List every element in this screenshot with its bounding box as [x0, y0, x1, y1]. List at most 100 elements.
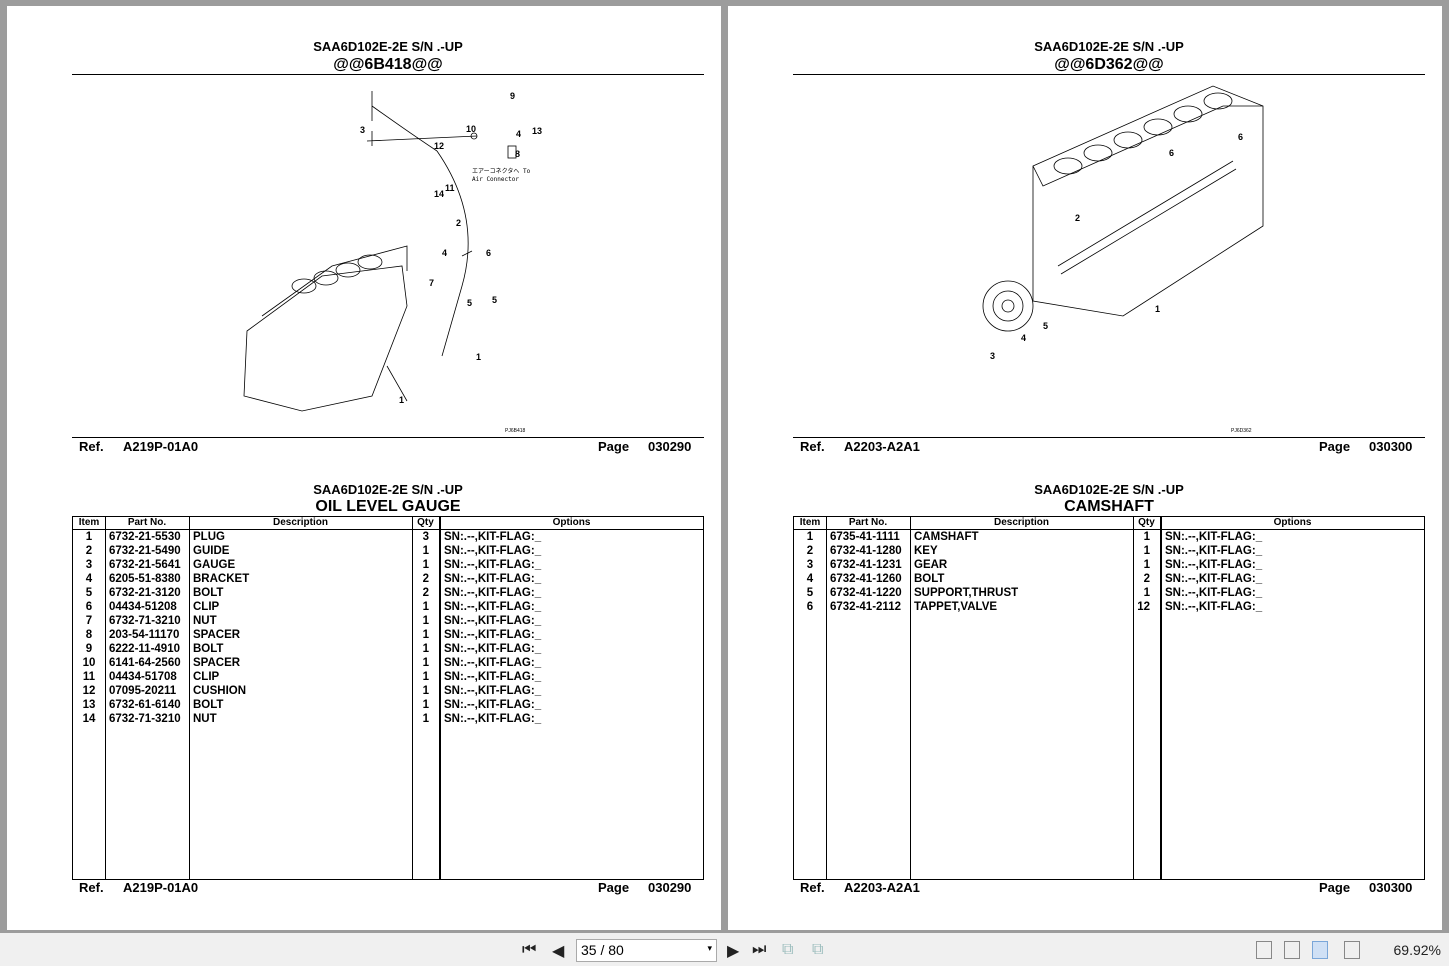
options: SN:.--,KIT-FLAG:_ — [1165, 531, 1263, 543]
diagram-code: @@6D362@@ — [1054, 56, 1164, 73]
chevron-down-icon[interactable]: ▾ — [707, 943, 712, 953]
header-rule — [72, 74, 704, 75]
facing-pages-view-icon[interactable] — [1312, 941, 1328, 959]
description: GUIDE — [193, 545, 230, 557]
exploded-view-drawing — [243, 91, 517, 412]
part-number: 04434-51708 — [109, 671, 177, 683]
options: SN:.--,KIT-FLAG:_ — [1165, 587, 1263, 599]
description: BOLT — [193, 643, 224, 655]
diagram-code: @@6B418@@ — [333, 56, 443, 73]
part-number: 6141-64-2560 — [109, 657, 181, 669]
item-number: 2 — [85, 545, 93, 557]
single-page-view-icon[interactable] — [1256, 941, 1272, 959]
callout-number: 6 — [486, 248, 492, 258]
callout-number: 14 — [434, 189, 445, 199]
callout-number: 5 — [492, 295, 498, 305]
item-number: 11 — [82, 671, 96, 683]
item-number: 1 — [806, 531, 814, 543]
part-number: 6732-71-3210 — [109, 713, 181, 725]
callout-number: 5 — [467, 298, 473, 308]
part-number: 6732-71-3210 — [109, 615, 181, 627]
item-number: 5 — [806, 587, 814, 599]
callout-number: 3 — [990, 351, 996, 361]
quantity: 3 — [422, 531, 429, 543]
last-page-button[interactable]: ⏭ — [752, 941, 767, 958]
description: KEY — [914, 545, 938, 557]
description: GEAR — [914, 559, 948, 571]
quantity: 1 — [422, 699, 429, 711]
page-model-title: SAA6D102E-2E S/N .-UP — [1034, 39, 1184, 54]
part-number: 04434-51208 — [109, 601, 177, 613]
page-code: 030290 — [648, 880, 692, 895]
next-page-button[interactable]: ▶ — [727, 943, 740, 960]
options: SN:.--,KIT-FLAG:_ — [444, 545, 542, 557]
callout-number: 4 — [516, 129, 522, 139]
callout-number: 7 — [429, 278, 435, 288]
page-number-value: 35 / 80 — [581, 942, 624, 958]
part-number: 6735-41-1111 — [830, 531, 900, 543]
options: SN:.--,KIT-FLAG:_ — [1165, 601, 1263, 613]
quantity: 1 — [422, 559, 429, 571]
continuous-view-icon[interactable] — [1284, 941, 1300, 959]
table-column-divider — [189, 517, 190, 879]
table-column-divider — [1160, 517, 1162, 879]
diagram-id: PJ6B418 — [505, 428, 526, 434]
header-part: Part No. — [127, 517, 167, 528]
first-page-button[interactable]: ⏮ — [522, 941, 537, 958]
callout-number: 1 — [399, 395, 405, 405]
item-number: 12 — [82, 685, 96, 697]
callout-number: 5 — [1043, 321, 1049, 331]
part-number: 6732-41-1220 — [830, 587, 902, 599]
diagram-note: エアーコネクタへ To Air Connector — [472, 168, 531, 183]
header-item: Item — [799, 517, 821, 528]
options: SN:.--,KIT-FLAG:_ — [444, 587, 542, 599]
previous-page-button[interactable]: ◀ — [552, 943, 565, 960]
zoom-level: 69.92% — [1393, 942, 1441, 958]
description: GAUGE — [193, 559, 236, 571]
part-number: 203-54-11170 — [109, 629, 180, 641]
rotate-right-icon[interactable]: ⧉ — [812, 941, 824, 958]
part-number: 6732-41-1260 — [830, 573, 902, 585]
header-qty: Qty — [1138, 517, 1155, 528]
options: SN:.--,KIT-FLAG:_ — [444, 615, 542, 627]
page-number-input[interactable]: 35 / 80 ▾ — [576, 939, 717, 962]
ref-label: Ref. — [800, 439, 825, 454]
rotate-left-icon[interactable]: ⧉ — [782, 941, 794, 958]
page-code: 030300 — [1369, 439, 1413, 454]
ref-label: Ref. — [800, 880, 825, 895]
part-number: 6732-61-6140 — [109, 699, 181, 711]
options: SN:.--,KIT-FLAG:_ — [1165, 545, 1263, 557]
item-number: 5 — [85, 587, 93, 599]
continuous-facing-view-icon[interactable] — [1344, 941, 1360, 959]
item-number: 1 — [85, 531, 93, 543]
options: SN:.--,KIT-FLAG:_ — [444, 643, 542, 655]
header-desc: Description — [272, 517, 328, 528]
description: NUT — [193, 713, 217, 725]
callout-number: 11 — [445, 183, 455, 193]
ref-code: A219P-01A0 — [123, 439, 199, 454]
item-number: 13 — [82, 699, 96, 711]
quantity: 1 — [422, 601, 429, 613]
page-model-title: SAA6D102E-2E S/N .-UP — [313, 39, 463, 54]
description: BOLT — [193, 699, 224, 711]
callout-number: 3 — [360, 125, 366, 135]
page-label: Page — [1319, 880, 1351, 895]
item-number: 6 — [806, 601, 814, 613]
description: SUPPORT,THRUST — [914, 587, 1019, 599]
quantity: 2 — [1143, 573, 1150, 585]
